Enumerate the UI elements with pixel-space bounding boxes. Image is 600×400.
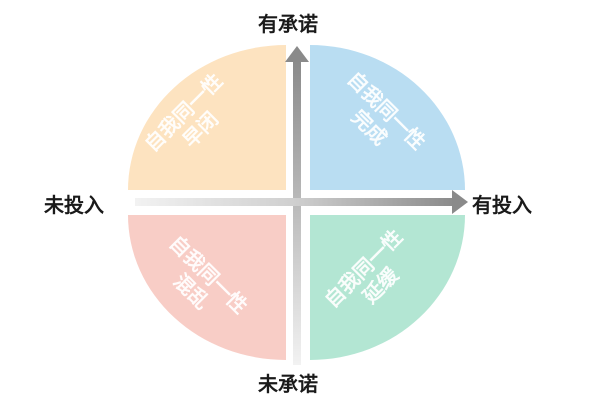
axis-label-uncommitted: 未承诺	[258, 372, 318, 396]
vertical-axis-arrow-icon	[285, 46, 309, 365]
axis-label-invested: 有投入	[472, 193, 532, 217]
axis-label-committed: 有承诺	[258, 12, 318, 36]
axis-label-not-invested: 未投入	[44, 193, 104, 217]
horizontal-axis-arrow-icon	[135, 190, 468, 214]
